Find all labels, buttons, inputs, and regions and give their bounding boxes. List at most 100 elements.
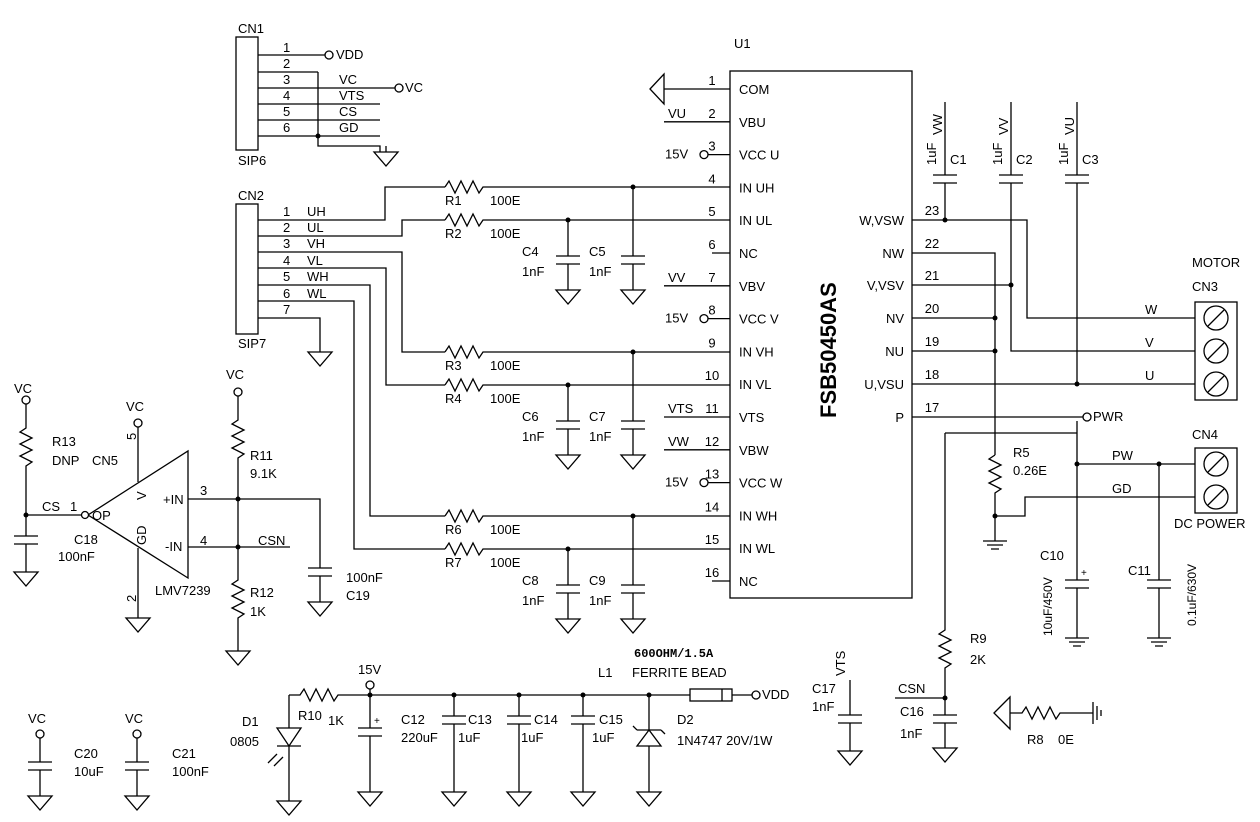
cn2-net-ul: UL xyxy=(307,220,324,235)
u1-pin-number: 21 xyxy=(925,268,939,283)
c1-ref: C1 xyxy=(950,152,967,167)
c5-ref: C5 xyxy=(589,244,606,259)
input-group-v: R3 100E R4 100E C6 1nF C7 1nF xyxy=(444,344,730,470)
dc-power-label: DC POWER xyxy=(1174,516,1246,531)
c19-ref: C19 xyxy=(346,588,370,603)
r9-value: 2K xyxy=(970,652,986,667)
r8-link: R8 0E xyxy=(993,695,1102,747)
u1-pin-name: IN VH xyxy=(739,344,774,359)
r4-value: 100E xyxy=(490,391,521,406)
r7-value: 100E xyxy=(490,555,521,570)
u1-ref: U1 xyxy=(734,36,751,51)
u1-pin-name: W,VSW xyxy=(859,213,905,228)
opamp-v-label: V xyxy=(134,491,149,500)
opamp-out-label: OP xyxy=(92,508,111,523)
c2-ref: C2 xyxy=(1016,152,1033,167)
cn2-pin5: 5 xyxy=(283,269,290,284)
u1-pin-number: 16 xyxy=(705,565,719,580)
u1-pin-net: 15V xyxy=(665,311,688,326)
opamp-part: LMV7239 xyxy=(155,583,211,598)
r2-value: 100E xyxy=(490,226,521,241)
cn2-net-vl: VL xyxy=(307,253,323,268)
u1-pin-name: VBW xyxy=(739,443,769,458)
l1-desc: FERRITE BEAD xyxy=(632,665,727,680)
u1-pin-number: 8 xyxy=(708,303,715,318)
c14-value: 1uF xyxy=(521,730,543,745)
cn1-pin5: 5 xyxy=(283,104,290,119)
c1-value: 1uF xyxy=(924,143,939,165)
c15-value: 1uF xyxy=(592,730,614,745)
u1-pin-name: NU xyxy=(885,344,904,359)
opamp-pin-n: 4 xyxy=(200,533,207,548)
u1-pin-net: VW xyxy=(668,434,690,449)
c12-polarity: + xyxy=(374,716,380,727)
motor-net-v: V xyxy=(1145,335,1154,350)
c3-value: 1uF xyxy=(1056,143,1071,165)
opamp-vc: VC xyxy=(126,399,144,414)
cn1-pin3: 3 xyxy=(283,72,290,87)
c16-value: 1nF xyxy=(900,726,922,741)
u1-pin-number: 17 xyxy=(925,400,939,415)
u1-pin-number: 7 xyxy=(708,270,715,285)
cn1-ref: CN1 xyxy=(238,21,264,36)
u1-pin-number: 22 xyxy=(925,236,939,251)
c3-net: VU xyxy=(1062,117,1077,135)
opamp-out-net: CS xyxy=(42,499,60,514)
u1-pin-right: 18U,VSU xyxy=(864,367,939,392)
screw-terminal-icon xyxy=(1203,451,1229,510)
u1-pin-name: VBV xyxy=(739,279,765,294)
u1-pin-right: 17P xyxy=(895,400,939,425)
c6-ref: C6 xyxy=(522,409,539,424)
cn2-net-uh: UH xyxy=(307,204,326,219)
u1-pin-number: 19 xyxy=(925,334,939,349)
l1-ref: L1 xyxy=(598,665,612,680)
pwr-flag: PWR xyxy=(1093,409,1123,424)
r5-ref: R5 xyxy=(1013,445,1030,460)
l1-net: VDD xyxy=(762,687,789,702)
opamp-pin-out: 1 xyxy=(70,499,77,514)
c15-ref: C15 xyxy=(599,712,623,727)
c7-ref: C7 xyxy=(589,409,606,424)
c20-ref: C20 xyxy=(74,746,98,761)
r8-value: 0E xyxy=(1058,732,1074,747)
cn4-dc-connector: CN4 DC POWER xyxy=(1174,427,1246,531)
u1-pin-name: IN UH xyxy=(739,180,774,195)
u1-pin-left: 6NC xyxy=(708,237,757,261)
u1-pin-number: 4 xyxy=(708,171,715,186)
decoupling-c20-c21: VC C20 10uF VC C21 100nF xyxy=(27,711,209,811)
rail-15v-label: 15V xyxy=(358,662,381,677)
r3-value: 100E xyxy=(490,358,521,373)
r13-vc: VC xyxy=(14,381,32,396)
u1-pin-left: 9 IN VH xyxy=(708,335,773,359)
r8-ref: R8 xyxy=(1027,732,1044,747)
c10-value: 10uF/450V xyxy=(1041,577,1055,636)
u1-part: FSB50450AS xyxy=(816,282,841,418)
output-wiring: R5 0.26E PWR + C10 10uF/450V C11 0.1uF/6… xyxy=(895,217,1199,763)
u1-pin-net: 15V xyxy=(665,147,688,162)
cn2-net-vh: VH xyxy=(307,236,325,251)
c11-ref: C11 xyxy=(1128,563,1151,578)
cn2-pin4: 4 xyxy=(283,253,290,268)
c4-value: 1nF xyxy=(522,264,544,279)
c17-value: 1nF xyxy=(812,699,834,714)
c21-value: 100nF xyxy=(172,764,209,779)
u1-pin-number: 18 xyxy=(925,367,939,382)
c3-ref: C3 xyxy=(1082,152,1099,167)
u1-pin-name: IN WH xyxy=(739,508,777,523)
cn2-pin1: 1 xyxy=(283,204,290,219)
u1-pin-number: 9 xyxy=(708,335,715,350)
u1-pin-name: NC xyxy=(739,574,758,589)
d1-value: 0805 xyxy=(230,734,259,749)
u1-pin-name: COM xyxy=(739,82,769,97)
cn2-pin2: 2 xyxy=(283,220,290,235)
cn1-net-cs: CS xyxy=(339,104,357,119)
r5-value: 0.26E xyxy=(1013,463,1047,478)
